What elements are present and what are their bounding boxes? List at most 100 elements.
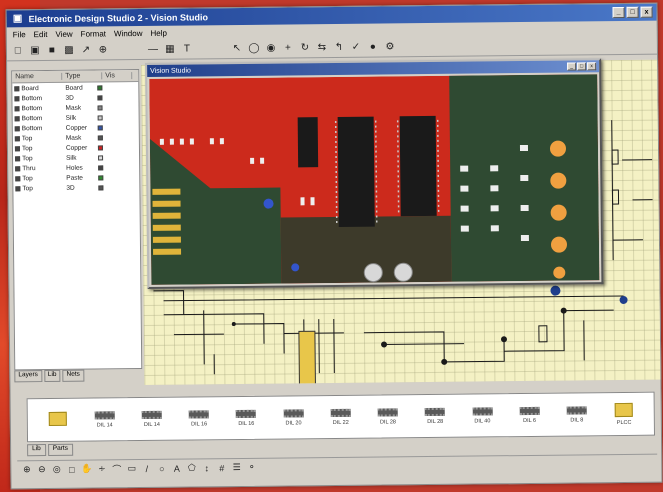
line-icon[interactable]: /	[145, 463, 149, 474]
arrow-icon[interactable]: ↖	[232, 42, 242, 55]
library-component[interactable]: DIL 28	[416, 407, 454, 425]
wire-icon[interactable]: —	[147, 43, 158, 55]
tab-nets[interactable]: Nets	[62, 369, 84, 382]
polygon-icon[interactable]: ⬠	[187, 462, 196, 473]
schematic-ic[interactable]	[298, 330, 316, 388]
menu-help[interactable]: Help	[150, 28, 167, 38]
layer-color-swatch[interactable]	[97, 134, 103, 140]
eye-icon[interactable]	[15, 165, 21, 171]
eye-icon[interactable]	[14, 95, 20, 101]
pcb-canvas[interactable]	[149, 74, 600, 285]
menu-window[interactable]: Window	[113, 28, 143, 38]
save-icon[interactable]: ■	[48, 44, 56, 56]
pan-icon[interactable]: ✋	[81, 463, 93, 474]
library-component[interactable]	[38, 411, 76, 428]
library-component[interactable]: DIL 28	[369, 407, 407, 425]
pcb-ic-3[interactable]	[297, 117, 319, 168]
col-name[interactable]: Name	[12, 72, 63, 81]
close-button[interactable]: x	[640, 6, 653, 18]
layer-color-swatch[interactable]	[97, 144, 103, 150]
eye-icon[interactable]	[15, 155, 21, 161]
open-icon[interactable]: ▣	[30, 45, 40, 57]
pad-icon[interactable]: ◯	[248, 42, 260, 54]
component-icon[interactable]: ▦	[165, 43, 175, 55]
library-component[interactable]: DIL 8	[558, 405, 596, 423]
pcb-view-window[interactable]: Vision Studio _ □ x	[145, 58, 604, 289]
layer-color-swatch[interactable]	[97, 104, 103, 110]
layer-color-swatch[interactable]	[97, 94, 103, 100]
layer-color-swatch[interactable]	[97, 124, 103, 130]
tab-layers[interactable]: Layers	[14, 370, 42, 383]
layer-color-swatch[interactable]	[98, 174, 104, 180]
zoom-in-icon[interactable]: ⊕	[22, 464, 31, 475]
col-type[interactable]: Type	[62, 72, 103, 80]
library-component[interactable]: DIL 14	[86, 410, 124, 428]
menu-view[interactable]: View	[55, 29, 73, 39]
layer-color-swatch[interactable]	[98, 184, 104, 190]
pcb-ic-2[interactable]	[399, 115, 437, 217]
arc-icon[interactable]: ⌒	[112, 464, 122, 475]
pointer-icon[interactable]: ↗	[81, 44, 91, 56]
net-icon[interactable]: ⚬	[247, 461, 256, 472]
library-component[interactable]: DIL 16	[227, 409, 265, 427]
library-component[interactable]: DIL 40	[463, 406, 501, 424]
mirror-icon[interactable]: ⇆	[317, 42, 327, 54]
wire-icon-bottom[interactable]: ∻	[97, 463, 106, 474]
via-icon[interactable]: ◉	[266, 42, 276, 54]
pcb-ic-1[interactable]	[337, 116, 375, 227]
menu-file[interactable]: File	[12, 29, 26, 39]
pcb-close-button[interactable]: x	[587, 62, 597, 71]
library-component[interactable]: DIL 16	[180, 409, 218, 427]
settings-icon[interactable]: ⚙	[385, 41, 395, 53]
menu-format[interactable]: Format	[80, 28, 107, 39]
text-icon[interactable]: T	[183, 43, 191, 55]
eye-icon[interactable]	[14, 135, 20, 141]
tab-lib[interactable]: Lib	[43, 369, 61, 383]
text-tool-icon[interactable]: A	[173, 463, 180, 474]
zoom-icon[interactable]: ⊕	[98, 44, 108, 56]
library-component[interactable]: PLCC	[605, 402, 643, 426]
new-icon[interactable]: □	[14, 45, 22, 57]
maximize-button[interactable]: □	[626, 6, 639, 18]
layer-color-swatch[interactable]	[98, 164, 104, 170]
zoom-out-icon[interactable]: ⊖	[37, 464, 46, 475]
select-icon[interactable]: □	[69, 464, 75, 475]
library-component[interactable]: DIL 6	[510, 406, 548, 424]
eye-icon[interactable]	[15, 185, 21, 191]
rect-icon[interactable]: ▭	[127, 463, 137, 474]
plus-icon[interactable]: +	[284, 42, 291, 54]
print-icon[interactable]: ▩	[64, 44, 74, 56]
rotate-icon[interactable]: ↻	[300, 42, 310, 54]
zoom-fit-icon[interactable]: ◎	[52, 463, 61, 474]
grid-icon[interactable]: #	[219, 462, 225, 473]
library-component[interactable]: DIL 22	[322, 408, 360, 426]
measure-icon[interactable]: ↕	[204, 462, 210, 473]
minimize-button[interactable]: _	[612, 6, 625, 19]
library-component[interactable]: DIL 20	[274, 408, 312, 426]
route-icon[interactable]: ↰	[334, 41, 344, 53]
drc-icon[interactable]: ●	[369, 41, 376, 53]
eye-icon[interactable]	[14, 105, 20, 111]
pcb-minimize-button[interactable]: _	[567, 62, 577, 71]
menu-edit[interactable]: Edit	[33, 29, 48, 39]
library-component[interactable]: DIL 14	[133, 410, 171, 428]
layer-color-swatch[interactable]	[97, 84, 103, 90]
eye-icon[interactable]	[14, 85, 20, 91]
eye-icon[interactable]	[14, 125, 20, 131]
schematic-canvas[interactable]	[141, 59, 663, 388]
check-icon[interactable]: ✓	[351, 41, 361, 53]
tab-lib-bottom[interactable]: Lib	[27, 444, 46, 457]
drawing-toolbar: ⊕ ⊖ ◎ □ ✋ ∻ ⌒ ▭ / ○ A ⬠ ↕ # ☰ ⚬	[17, 453, 658, 479]
layer-name: Top	[21, 144, 33, 152]
eye-icon[interactable]	[14, 115, 20, 121]
layer-icon[interactable]: ☰	[232, 461, 241, 473]
col-vis[interactable]: Vis	[102, 72, 133, 80]
eye-icon[interactable]	[14, 145, 20, 151]
tab-parts[interactable]: Parts	[47, 443, 74, 457]
layer-color-swatch[interactable]	[97, 114, 103, 120]
eye-icon[interactable]	[15, 175, 21, 181]
pcb-maximize-button[interactable]: □	[577, 62, 587, 71]
layer-color-swatch[interactable]	[98, 154, 104, 160]
circle-icon[interactable]: ○	[159, 463, 165, 474]
